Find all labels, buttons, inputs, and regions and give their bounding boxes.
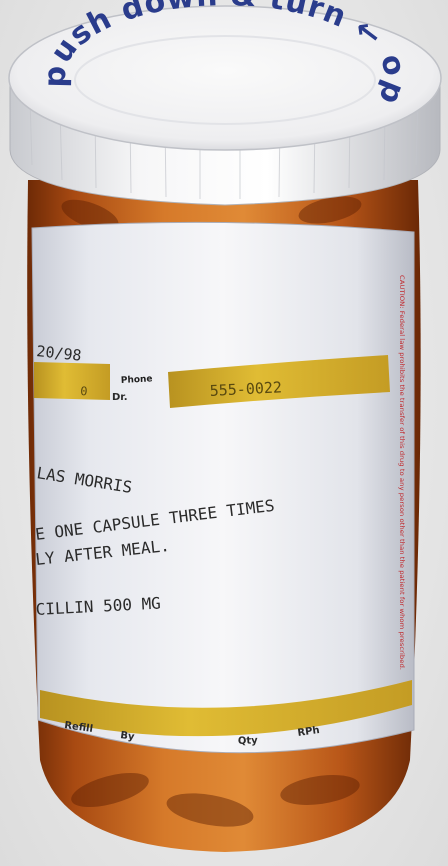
prescription-label bbox=[31, 221, 415, 754]
label-footer-by: By bbox=[120, 730, 136, 743]
label-footer-refill: Refill bbox=[64, 720, 94, 735]
label-dr: Dr. bbox=[112, 392, 128, 403]
label-footer-qty: Qty bbox=[238, 735, 259, 747]
label-yellow-band-phone bbox=[168, 355, 390, 408]
label-footer-rph: RPh bbox=[297, 725, 320, 739]
capsules-inside bbox=[61, 196, 362, 827]
cap-top-inner-ring bbox=[74, 35, 376, 125]
label-date: 20/98 bbox=[36, 342, 83, 365]
label-phone-value: 555-0022 bbox=[209, 378, 282, 400]
label-yellow-band-left bbox=[34, 362, 110, 400]
cap-top bbox=[8, 5, 442, 151]
label-warning-text: CAUTION: Federal law prohibits the trans… bbox=[398, 275, 405, 670]
label-yellow-footer bbox=[40, 680, 412, 737]
label-rx-number: 0 bbox=[80, 384, 88, 398]
label-phone-label: Phone bbox=[121, 374, 153, 386]
